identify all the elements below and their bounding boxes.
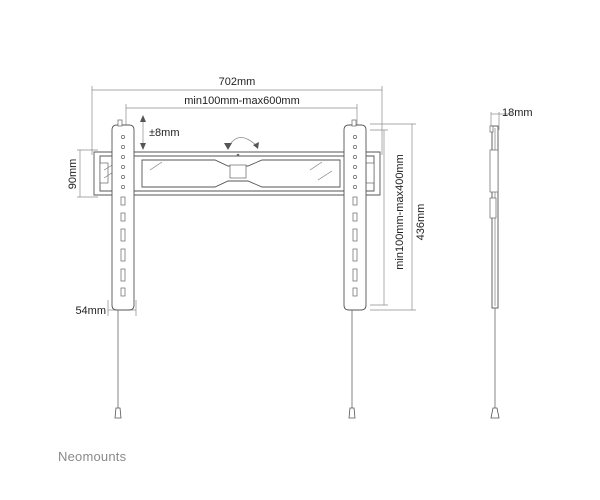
dimension-lines — [77, 86, 512, 316]
curved-double-arrow-icon — [224, 137, 259, 157]
brand-logo-text: Neomounts — [58, 449, 127, 464]
left-vertical-arm — [111, 119, 135, 311]
tilt-label: ±8mm — [149, 127, 179, 139]
hole-pattern-width-label: min100mm-max600mm — [184, 95, 300, 107]
arm-width-label: 54mm — [75, 305, 106, 317]
overall-width-label: 702mm — [219, 76, 256, 88]
plate-height-label: 90mm — [67, 159, 79, 190]
right-pull-cord — [348, 310, 356, 419]
overall-height-label: 436mm — [415, 204, 427, 241]
hole-pattern-height-label: min100mm-max400mm — [394, 154, 406, 270]
wall-plate — [93, 151, 381, 196]
side-view-profile — [489, 125, 500, 419]
right-vertical-arm — [343, 119, 367, 311]
left-pull-cord — [114, 310, 122, 419]
depth-label: 18mm — [502, 107, 533, 119]
